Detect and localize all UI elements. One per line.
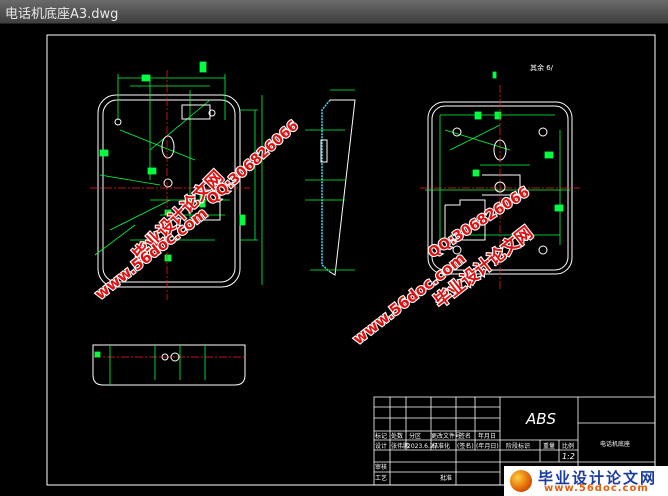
watermark-qq: QQ:306826066: [204, 118, 302, 208]
weight-label: 重量: [543, 442, 555, 450]
tb-header: 年月日: [478, 432, 496, 440]
scale-label: 比例: [562, 442, 574, 450]
roughness-note: 其余 6/: [530, 63, 554, 72]
watermark-url: www.56doc.com: [91, 204, 211, 303]
logo-url: www.56doc.com: [544, 483, 649, 494]
tb-cell: 设计: [375, 442, 387, 450]
cad-drawing: 其余 6/ ABS 电话机底座 标记 处数 分区 更改文件号 签名 年月日 设计…: [46, 34, 656, 486]
scale-value: 1:2: [562, 452, 575, 461]
drawing-canvas[interactable]: 其余 6/ ABS 电话机底座 标记 处数 分区 更改文件号 签名 年月日 设计…: [0, 24, 668, 496]
tb-header: 分区: [409, 432, 421, 440]
tb-cell: 2023.6.27: [407, 443, 438, 450]
tb-header: 签名: [459, 432, 471, 440]
watermark-group-right: www.56doc.com QQ:306826066 毕业设计论文网: [348, 183, 538, 349]
tb-cell: 标准化: [432, 442, 450, 450]
title-bar: 电话机底座A3.dwg: [0, 0, 668, 24]
front-view: [90, 61, 263, 300]
part-name: 电话机底座: [600, 440, 630, 448]
watermark-group-left: 毕业设计论文网 www.56doc.com QQ:306826066: [90, 117, 303, 305]
review-label: 审核: [375, 463, 387, 471]
logo-text: 毕业设计论文网: [538, 469, 658, 487]
window-title: 电话机底座A3.dwg: [5, 7, 119, 22]
bottom-view: [92, 344, 246, 386]
approve-label: 批准: [440, 474, 452, 482]
tb-header: 处数: [391, 432, 403, 440]
process-label: 工艺: [375, 474, 387, 482]
material-text: ABS: [525, 410, 557, 428]
site-logo: 毕业设计论文网 www.56doc.com: [504, 466, 668, 496]
side-section-view: [305, 89, 356, 276]
tb-header: 更改文件号: [431, 432, 461, 440]
tb-cell: (年月日): [476, 442, 499, 450]
stage-label: 阶段标识: [506, 442, 530, 450]
logo-ball-icon: [510, 470, 532, 492]
tb-cell: (签名): [457, 442, 474, 450]
tb-header: 标记: [375, 432, 387, 440]
drawing-border: [46, 34, 656, 486]
back-view: 其余 6/: [420, 63, 580, 290]
tb-cell: 张伟鹏: [391, 442, 409, 450]
